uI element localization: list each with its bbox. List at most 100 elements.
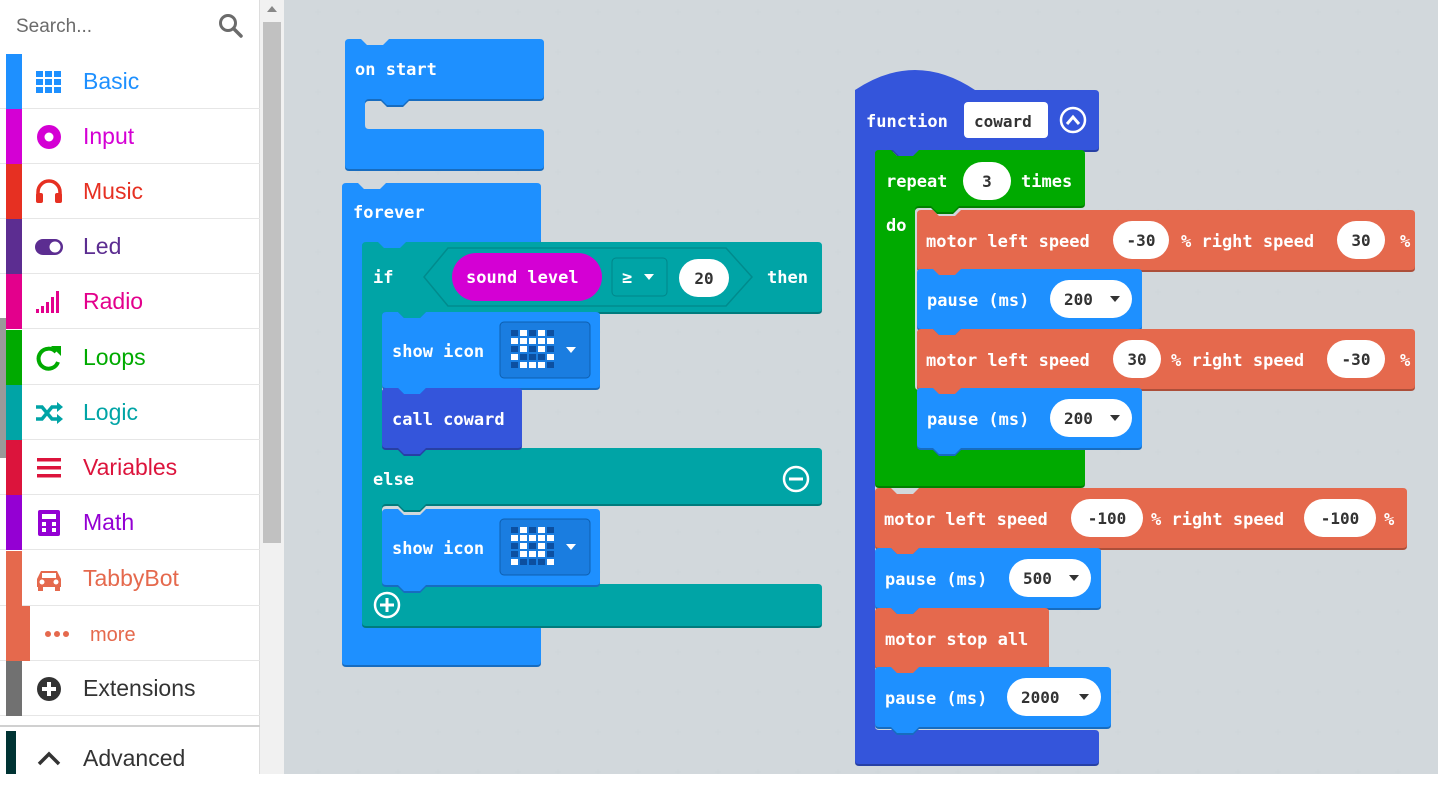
search-input[interactable] (14, 8, 208, 46)
category-color-bar (6, 330, 22, 385)
plus-circle-icon (37, 677, 61, 701)
car-icon (37, 571, 61, 591)
do-label: do (886, 216, 906, 236)
pause-duration-dropdown[interactable]: 200 (1050, 280, 1132, 318)
search-icon[interactable] (217, 12, 245, 40)
pause-duration-dropdown[interactable]: 200 (1050, 399, 1132, 437)
right-speed-input[interactable]: -30 (1327, 340, 1385, 378)
category-icon-wrap (34, 398, 64, 428)
category-math[interactable]: Math (0, 495, 260, 550)
category-color-bar (6, 731, 16, 774)
category-extensions[interactable]: Extensions (0, 661, 260, 716)
show-icon-block[interactable]: show icon (382, 312, 600, 396)
category-tabbybot[interactable]: TabbyBot (0, 551, 260, 606)
category-label: TabbyBot (83, 565, 179, 591)
category-color-bar (6, 385, 22, 440)
left-speed-input[interactable]: 30 (1113, 340, 1161, 378)
call-coward-block[interactable]: call coward (382, 388, 522, 456)
threshold-input[interactable]: 20 (679, 259, 729, 297)
repeat-count-input[interactable]: 3 (963, 162, 1011, 200)
on-start-block[interactable]: on start (345, 39, 544, 171)
remove-else-button[interactable] (782, 465, 810, 493)
scroll-up-arrow-icon[interactable] (267, 6, 277, 12)
function-name-input[interactable]: coward (964, 102, 1048, 138)
operator-dropdown[interactable]: ≥ (611, 257, 668, 297)
category-icon-wrap (34, 744, 64, 774)
category-loops[interactable]: Loops (0, 330, 260, 385)
motor-right-label: % right speed (1171, 351, 1304, 371)
category-icon-wrap (34, 177, 64, 207)
pause-label: pause (ms) (885, 570, 987, 590)
toolbox-scrollbar[interactable] (260, 0, 284, 774)
pause-duration-dropdown[interactable]: 2000 (1007, 678, 1101, 716)
pause-block[interactable]: pause (ms)200 (917, 388, 1142, 456)
category-color-bar (6, 219, 22, 274)
shuffle-icon (36, 402, 63, 424)
left-speed-input-value: -30 (1127, 231, 1156, 250)
comparison-block[interactable]: sound level≥20 (423, 247, 754, 307)
list-icon (37, 458, 61, 478)
collapse-button[interactable] (1059, 106, 1087, 134)
category-color-bar (6, 164, 22, 219)
category-music[interactable]: Music (0, 164, 260, 219)
icon-picker[interactable] (499, 518, 591, 576)
scrollbar-thumb[interactable] (263, 22, 281, 543)
category-color-bar (6, 495, 22, 550)
right-speed-input[interactable]: 30 (1337, 221, 1385, 259)
category-advanced[interactable]: Advanced (0, 731, 260, 786)
category-led[interactable]: Led (0, 219, 260, 274)
category-icon-wrap (34, 343, 64, 373)
motor-speed-shape[interactable] (917, 329, 1415, 395)
category-more[interactable]: more (0, 606, 260, 661)
category-label: Variables (83, 454, 178, 480)
sound-level-block[interactable]: sound level (452, 253, 602, 301)
forever-label: forever (353, 203, 425, 223)
pause-block[interactable]: pause (ms)2000 (875, 667, 1111, 735)
motor-stop-block[interactable]: motor stop all (875, 608, 1049, 676)
pause-block[interactable]: pause (ms)200 (917, 269, 1142, 337)
category-label: Logic (83, 399, 138, 425)
right-speed-input[interactable]: -100 (1304, 499, 1376, 537)
dropdown-arrow-icon (1069, 575, 1079, 581)
then-label: then (767, 268, 808, 288)
forever-shape[interactable] (342, 183, 541, 665)
show-icon-label: show icon (392, 539, 484, 559)
left-speed-input[interactable]: -30 (1113, 221, 1169, 259)
icon-picker[interactable] (499, 321, 591, 379)
category-icon-wrap (34, 122, 64, 152)
pause-duration-dropdown[interactable]: 500 (1009, 559, 1091, 597)
category-logic[interactable]: Logic (0, 385, 260, 440)
category-input[interactable]: Input (0, 109, 260, 164)
dropdown-arrow-icon (1110, 296, 1120, 302)
left-speed-input[interactable]: -100 (1071, 499, 1143, 537)
category-label: Advanced (83, 745, 186, 771)
add-elseif-button[interactable] (373, 591, 401, 619)
call-shape[interactable] (382, 388, 522, 454)
pause-block[interactable]: pause (ms) 500 (875, 548, 1101, 616)
category-icon-wrap (34, 287, 64, 317)
motor-right-label: % right speed (1151, 510, 1284, 530)
toggle-icon (35, 239, 63, 255)
function-shape[interactable] (855, 70, 1099, 764)
plus-icon (380, 598, 394, 612)
motor-left-label: motor left speed (926, 232, 1090, 252)
category-basic[interactable]: Basic (0, 54, 260, 109)
motor-stop-shape[interactable] (875, 608, 1049, 674)
category-icon-wrap (34, 453, 64, 483)
right-speed-input-value: -100 (1321, 509, 1360, 528)
pause-duration-dropdown-value: 200 (1064, 290, 1093, 309)
category-variables[interactable]: Variables (0, 440, 260, 495)
chevron-up-icon (1065, 114, 1081, 125)
on-start-shape[interactable] (345, 39, 544, 169)
category-label: Led (83, 233, 122, 259)
motor-speed-block[interactable]: motor left speed-100% right speed-100% (875, 488, 1407, 556)
category-icon-wrap (34, 232, 64, 262)
show-icon-block[interactable]: show icon (382, 509, 600, 593)
category-radio[interactable]: Radio (0, 274, 260, 329)
